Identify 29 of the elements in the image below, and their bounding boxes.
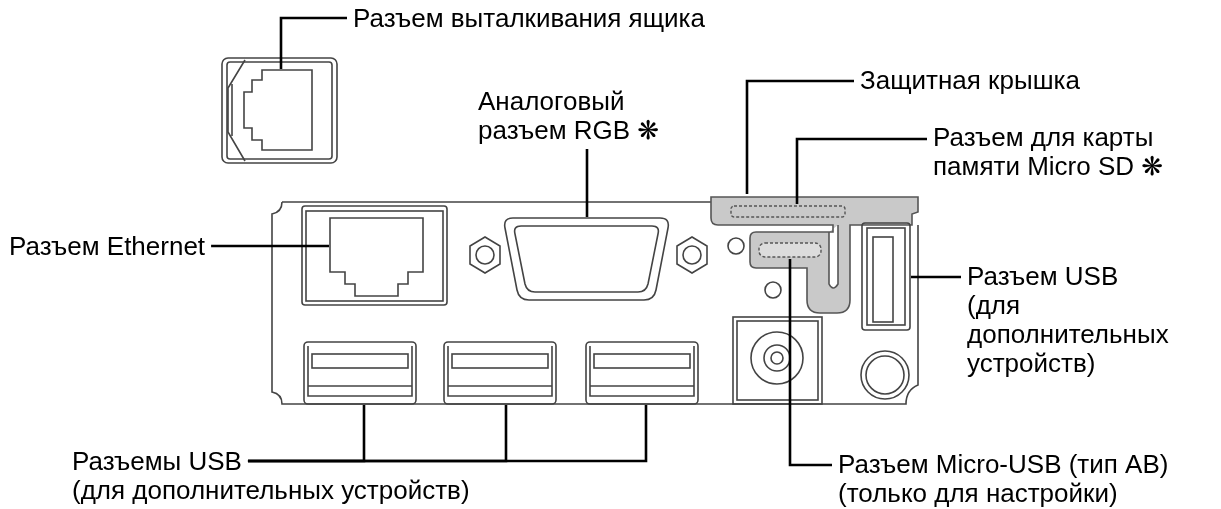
usb-port [303,341,417,405]
vga-port [503,217,670,301]
part-label: Разъем USB [967,262,1119,291]
part-label: Аналоговый разъем RGB ❋ [478,87,661,145]
part-label: (для дополнительных устройств) [72,476,470,505]
sd-card-slot [729,204,847,219]
part-label: Разъемы USB [72,447,242,476]
part-label: Разъем Micro-USB (тип AB) [838,450,1169,479]
usb-port [585,341,699,405]
leader-line [211,244,329,248]
usb-port [443,341,557,405]
drawer-kick-port [243,69,313,151]
ethernet-port [329,217,425,298]
part-label: Разъем Ethernet [9,232,206,261]
part-label: (только для настройки) [838,479,1118,508]
leader-line [279,16,347,69]
protective-cover [710,194,919,314]
leader-line [745,79,854,194]
part-label: (для дополнительных устройств) [967,291,1170,378]
leader-line [585,149,589,217]
leader-line [795,137,927,204]
usb-port [861,222,911,331]
leader-line [911,275,961,279]
part-label: Защитная крышка [860,66,1080,95]
leader-line [247,405,648,463]
micro-usb-port [757,241,823,259]
part-label: Разъем выталкивания ящика [353,4,705,33]
part-label: Разъем для карты памяти Micro SD ❋ [933,123,1165,181]
leader-line [788,259,832,467]
